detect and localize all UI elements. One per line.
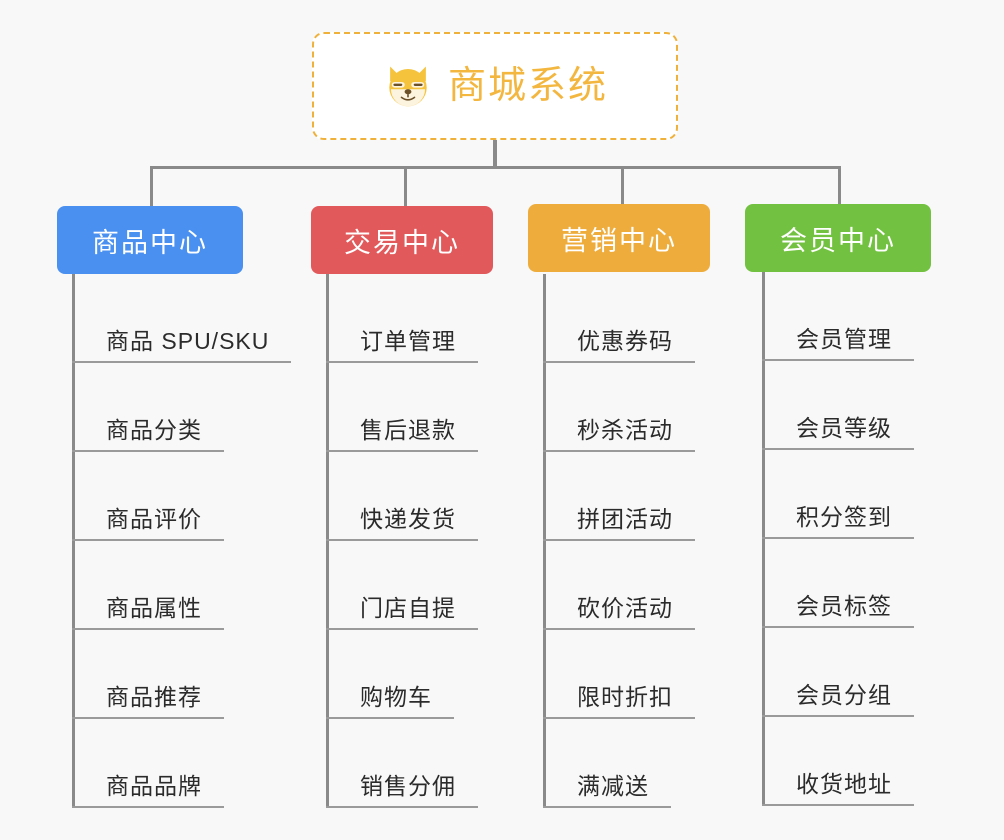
leaf-label: 门店自提 — [360, 594, 456, 621]
branch-column-trade-center: 订单管理 售后退款 快递发货 门店自提 购物车 销售分佣 — [326, 274, 556, 808]
leaf-item[interactable]: 销售分佣 — [326, 719, 478, 808]
leaf-item[interactable]: 快递发货 — [326, 452, 478, 541]
leaf-label: 商品推荐 — [106, 683, 202, 710]
leaf-item[interactable]: 拼团活动 — [543, 452, 695, 541]
branch-header-label: 交易中心 — [344, 227, 460, 258]
branch-header-label: 商品中心 — [92, 227, 208, 258]
leaf-item[interactable]: 售后退款 — [326, 363, 478, 452]
leaf-item[interactable]: 会员管理 — [762, 272, 914, 361]
leaf-label: 商品评价 — [106, 505, 202, 532]
leaf-item[interactable]: 商品品牌 — [72, 719, 224, 808]
leaf-label: 售后退款 — [360, 416, 456, 443]
leaf-label: 优惠券码 — [577, 327, 673, 354]
leaf-item[interactable]: 秒杀活动 — [543, 363, 695, 452]
leaf-item[interactable]: 会员等级 — [762, 361, 914, 450]
leaf-item[interactable]: 商品 SPU/SKU — [72, 274, 292, 363]
branch-column-member-center: 会员管理 会员等级 积分签到 会员标签 会员分组 收货地址 — [762, 272, 992, 806]
leaf-item[interactable]: 门店自提 — [326, 541, 478, 630]
leaf-label: 会员分组 — [796, 681, 892, 708]
leaf-item[interactable]: 商品分类 — [72, 363, 224, 452]
leaf-item[interactable]: 收货地址 — [762, 717, 914, 806]
leaf-item[interactable]: 订单管理 — [326, 274, 478, 363]
drop-connector-4 — [838, 166, 841, 204]
leaf-item[interactable]: 商品评价 — [72, 452, 224, 541]
leaf-item[interactable]: 满减送 — [543, 719, 671, 808]
branch-header-label: 营销中心 — [561, 225, 677, 256]
leaf-label: 商品属性 — [106, 594, 202, 621]
leaf-label: 商品品牌 — [106, 772, 202, 799]
shiba-dog-icon — [389, 66, 427, 107]
column-spine — [762, 272, 765, 806]
leaf-item[interactable]: 商品推荐 — [72, 630, 224, 719]
leaf-item[interactable]: 购物车 — [326, 630, 454, 719]
leaf-label: 拼团活动 — [577, 505, 673, 532]
leaf-label: 积分签到 — [796, 503, 892, 530]
leaf-item[interactable]: 限时折扣 — [543, 630, 695, 719]
drop-connector-3 — [621, 166, 624, 204]
leaf-label: 收货地址 — [796, 770, 892, 797]
branch-header-label: 会员中心 — [780, 225, 896, 256]
leaf-label: 会员管理 — [796, 325, 892, 352]
leaf-label: 会员标签 — [796, 592, 892, 619]
column-spine — [72, 274, 75, 808]
leaf-label: 会员等级 — [796, 414, 892, 441]
leaf-label: 商品 SPU/SKU — [106, 327, 270, 354]
leaf-label: 订单管理 — [360, 327, 456, 354]
leaf-label: 秒杀活动 — [577, 416, 673, 443]
column-spine — [326, 274, 329, 808]
branch-column-product-center: 商品 SPU/SKU 商品分类 商品评价 商品属性 商品推荐 商品品牌 — [72, 274, 302, 808]
leaf-label: 快递发货 — [360, 505, 456, 532]
column-spine — [543, 274, 546, 808]
branch-header-product-center[interactable]: 商品中心 — [57, 206, 243, 274]
leaf-label: 购物车 — [360, 683, 432, 710]
root-node[interactable]: 商城系统 — [312, 32, 678, 140]
leaf-item[interactable]: 优惠券码 — [543, 274, 695, 363]
leaf-label: 销售分佣 — [360, 772, 456, 799]
branch-column-marketing-center: 优惠券码 秒杀活动 拼团活动 砍价活动 限时折扣 满减送 — [543, 274, 773, 808]
drop-connector-2 — [404, 166, 407, 206]
leaf-item[interactable]: 会员标签 — [762, 539, 914, 628]
bus-connector — [150, 166, 840, 169]
trunk-connector — [493, 140, 497, 168]
leaf-label: 商品分类 — [106, 416, 202, 443]
drop-connector-1 — [150, 166, 153, 206]
branch-header-member-center[interactable]: 会员中心 — [745, 204, 931, 272]
leaf-item[interactable]: 积分签到 — [762, 450, 914, 539]
leaf-label: 砍价活动 — [577, 594, 673, 621]
leaf-label: 满减送 — [577, 772, 649, 799]
leaf-item[interactable]: 会员分组 — [762, 628, 914, 717]
root-title: 商城系统 — [447, 65, 608, 107]
leaf-item[interactable]: 商品属性 — [72, 541, 224, 630]
leaf-label: 限时折扣 — [577, 683, 673, 710]
branch-header-trade-center[interactable]: 交易中心 — [311, 206, 493, 274]
branch-header-marketing-center[interactable]: 营销中心 — [528, 204, 710, 272]
leaf-item[interactable]: 砍价活动 — [543, 541, 695, 630]
